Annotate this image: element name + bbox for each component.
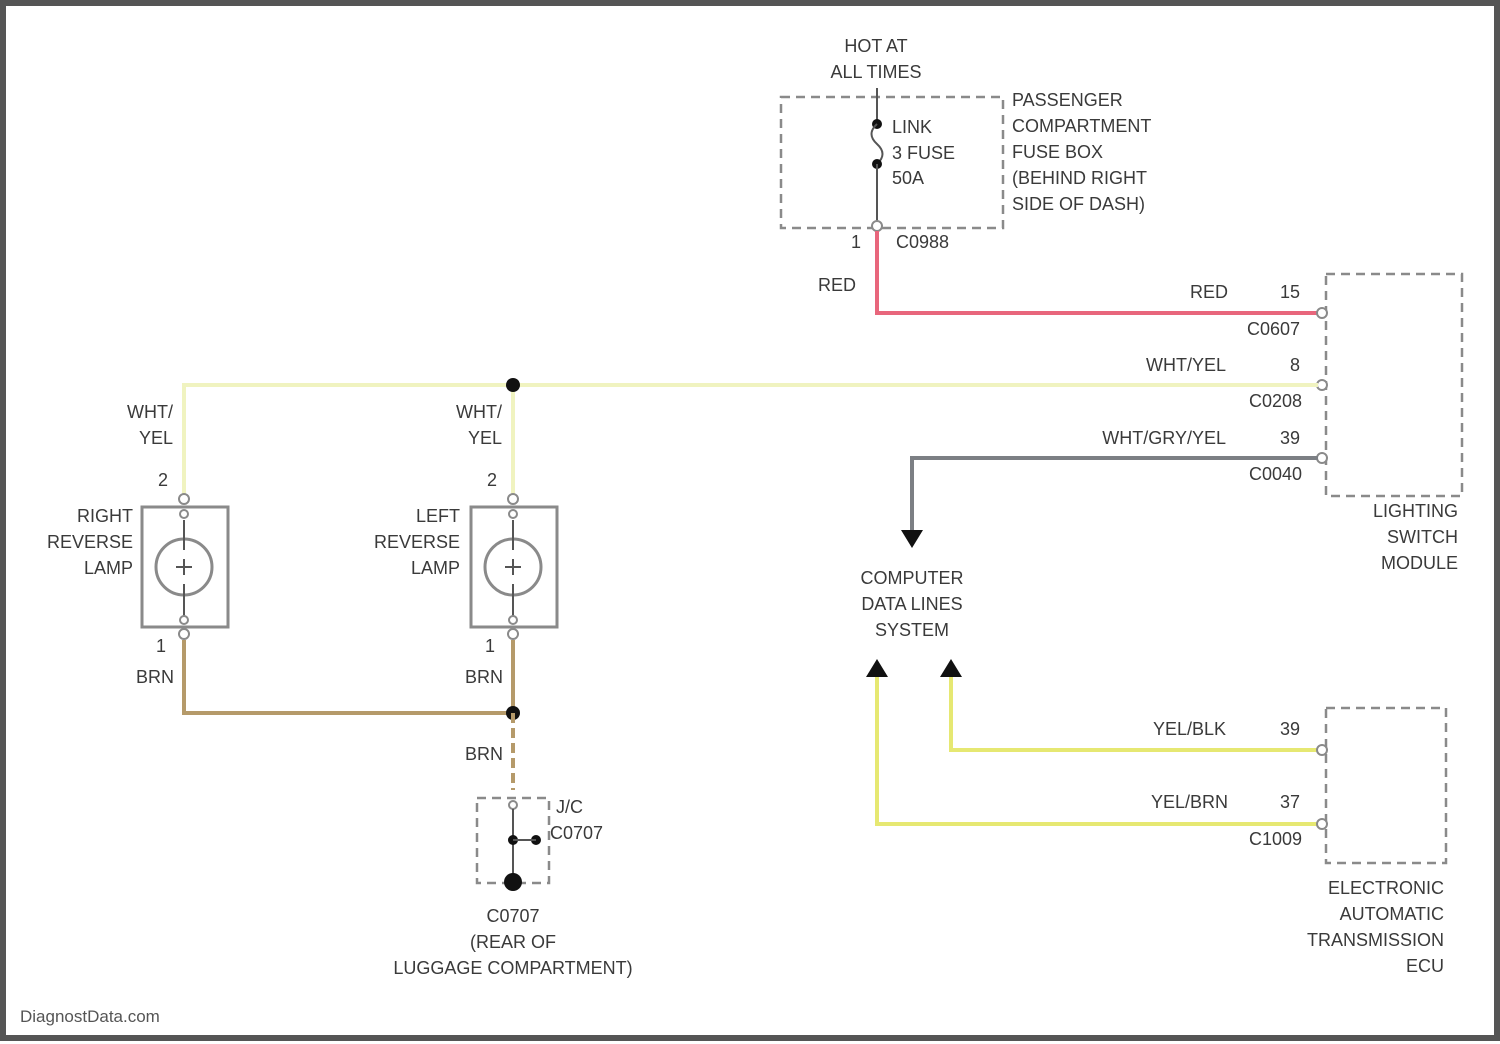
right-lamp-name-1: RIGHT [77, 506, 133, 526]
lsm-wire-color-whtyel: WHT/YEL [1146, 355, 1226, 375]
fuse-label-2: 3 FUSE [892, 143, 955, 163]
lsm-name-3: MODULE [1381, 553, 1458, 573]
lsm-pin-15 [1317, 308, 1327, 318]
left-lamp-ground-color: BRN [465, 667, 503, 687]
right-lamp-inner-pin-top [180, 510, 188, 518]
ecu-connector-c1009: C1009 [1249, 829, 1302, 849]
ecu-pin-37 [1317, 819, 1327, 829]
right-lamp-pin-1 [179, 629, 189, 639]
ecu-name-2: AUTOMATIC [1340, 904, 1444, 924]
fuse-box-pin-label: 1 [851, 232, 861, 252]
lsm-name-1: LIGHTING [1373, 501, 1458, 521]
fuse-box-name-5: SIDE OF DASH) [1012, 194, 1145, 214]
lsm-pin-number-8: 8 [1290, 355, 1300, 375]
left-lamp-inner-pin-top [509, 510, 517, 518]
left-lamp-name-1: LEFT [416, 506, 460, 526]
left-lamp-pin-1 [508, 629, 518, 639]
left-lamp-inner-pin-bottom [509, 616, 517, 624]
ground-location-2: (REAR OF [470, 932, 556, 952]
right-lamp-feed-2: YEL [139, 428, 173, 448]
ecu-pin-number-37: 37 [1280, 792, 1300, 812]
left-lamp-pin-2 [508, 494, 518, 504]
lsm-pin-number-15: 15 [1280, 282, 1300, 302]
fuse-label-3: 50A [892, 168, 924, 188]
left-lamp-name-2: REVERSE [374, 532, 460, 552]
lsm-connector-c0040: C0040 [1249, 464, 1302, 484]
junction-pin-top [509, 801, 517, 809]
power-label-line2: ALL TIMES [830, 62, 921, 82]
ecu-wire-color-yelblk: YEL/BLK [1153, 719, 1226, 739]
right-lamp-name-2: REVERSE [47, 532, 133, 552]
lsm-connector-c0208: C0208 [1249, 391, 1302, 411]
ecu-pin-39 [1317, 745, 1327, 755]
ground-point [504, 873, 522, 891]
ecu-wire-color-yelbrn: YEL/BRN [1151, 792, 1228, 812]
ecu-name-4: ECU [1406, 956, 1444, 976]
junction-label-2: C0707 [550, 823, 603, 843]
right-lamp-ground-color: BRN [136, 667, 174, 687]
left-lamp-feed-1: WHT/ [456, 402, 502, 422]
fuse-box-pin [872, 221, 882, 231]
fuse-box-name-3: FUSE BOX [1012, 142, 1103, 162]
wht-yel-splice [506, 378, 520, 392]
left-lamp-pin-bottom: 1 [485, 636, 495, 656]
power-label-line1: HOT AT [844, 36, 907, 56]
right-lamp-pin-2 [179, 494, 189, 504]
fuse-box-name-2: COMPARTMENT [1012, 116, 1151, 136]
lsm-name-2: SWITCH [1387, 527, 1458, 547]
fuse-box-name-1: PASSENGER [1012, 90, 1123, 110]
lsm-pin-39 [1317, 453, 1327, 463]
junction-label-1: J/C [556, 797, 583, 817]
lsm-wire-color-whtgryyel: WHT/GRY/YEL [1102, 428, 1226, 448]
right-lamp-feed-1: WHT/ [127, 402, 173, 422]
lsm-connector-c0607: C0607 [1247, 319, 1300, 339]
cdl-label-2: DATA LINES [861, 594, 962, 614]
ecu-name-1: ELECTRONIC [1328, 878, 1444, 898]
left-lamp-feed-2: YEL [468, 428, 502, 448]
ground-location-3: LUGGAGE COMPARTMENT) [393, 958, 632, 978]
fuse-box-connector: C0988 [896, 232, 949, 252]
right-lamp-name-3: LAMP [84, 558, 133, 578]
right-lamp-inner-pin-bottom [180, 616, 188, 624]
lsm-pin-number-39: 39 [1280, 428, 1300, 448]
brn-ground-label: BRN [465, 744, 503, 764]
ground-location-1: C0707 [486, 906, 539, 926]
fuse-label-1: LINK [892, 117, 932, 137]
lsm-wire-color-red: RED [1190, 282, 1228, 302]
cdl-label-3: SYSTEM [875, 620, 949, 640]
right-lamp-pin-bottom: 1 [156, 636, 166, 656]
cdl-label-1: COMPUTER [861, 568, 964, 588]
right-lamp-pin-top: 2 [158, 470, 168, 490]
lsm-pin-8 [1317, 380, 1327, 390]
left-lamp-name-3: LAMP [411, 558, 460, 578]
left-lamp-pin-top: 2 [487, 470, 497, 490]
watermark: DiagnostData.com [20, 1007, 160, 1026]
ecu-name-3: TRANSMISSION [1307, 930, 1444, 950]
red-wire-label-left: RED [818, 275, 856, 295]
fuse-box-name-4: (BEHIND RIGHT [1012, 168, 1147, 188]
ecu-pin-number-39: 39 [1280, 719, 1300, 739]
